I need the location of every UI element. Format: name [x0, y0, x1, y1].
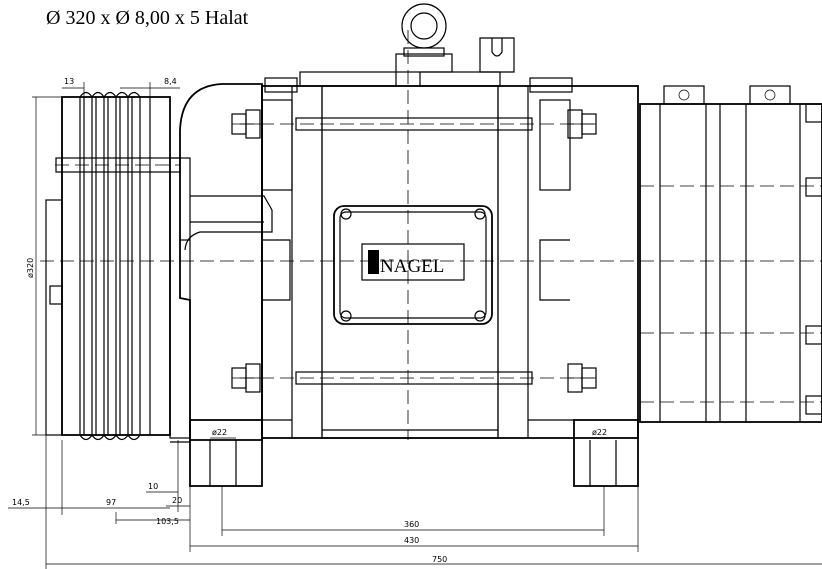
dim-8-4: 8,4 — [164, 77, 177, 86]
center-lines — [40, 30, 822, 440]
dim-97: 97 — [106, 498, 116, 507]
dimension-lines: 13 8,4 ø320 ø22 ø22 10 20 14,5 97 103,5 … — [8, 77, 822, 569]
nut-bottom-left — [231, 363, 261, 393]
brand-label: NAGEL — [380, 256, 444, 277]
dim-10: 10 — [148, 482, 158, 491]
brake-housing — [179, 83, 273, 441]
drawing-title: Ø 320 x Ø 8,00 x 5 Halat — [46, 7, 249, 29]
nut-top-right — [567, 109, 597, 139]
top-bracket — [479, 37, 515, 73]
dim-430: 430 — [404, 536, 419, 545]
tie-rods — [295, 117, 533, 385]
motor-drum — [639, 85, 822, 423]
dim-d320: ø320 — [26, 258, 35, 278]
mounting-feet — [189, 419, 639, 487]
dim-13: 13 — [64, 77, 74, 86]
dim-20: 20 — [172, 496, 182, 505]
sheave-grooves — [79, 91, 151, 441]
cover-plate: NAGEL — [333, 205, 493, 325]
dim-103-5: 103,5 — [156, 517, 179, 526]
dim-14-5: 14,5 — [12, 498, 30, 507]
nut-bottom-right — [567, 363, 597, 393]
cover-screws — [340, 208, 486, 322]
dim-750: 750 — [432, 555, 447, 564]
dim-d22-left: ø22 — [212, 428, 227, 437]
brand-logo-mark — [368, 250, 379, 274]
dim-360: 360 — [404, 520, 419, 529]
hex-nuts — [231, 109, 597, 393]
lifting-eye — [395, 3, 453, 73]
traction-sheave — [45, 91, 191, 443]
nut-top-left — [231, 109, 261, 139]
dim-d22-right: ø22 — [592, 428, 607, 437]
motor-body — [261, 71, 639, 439]
